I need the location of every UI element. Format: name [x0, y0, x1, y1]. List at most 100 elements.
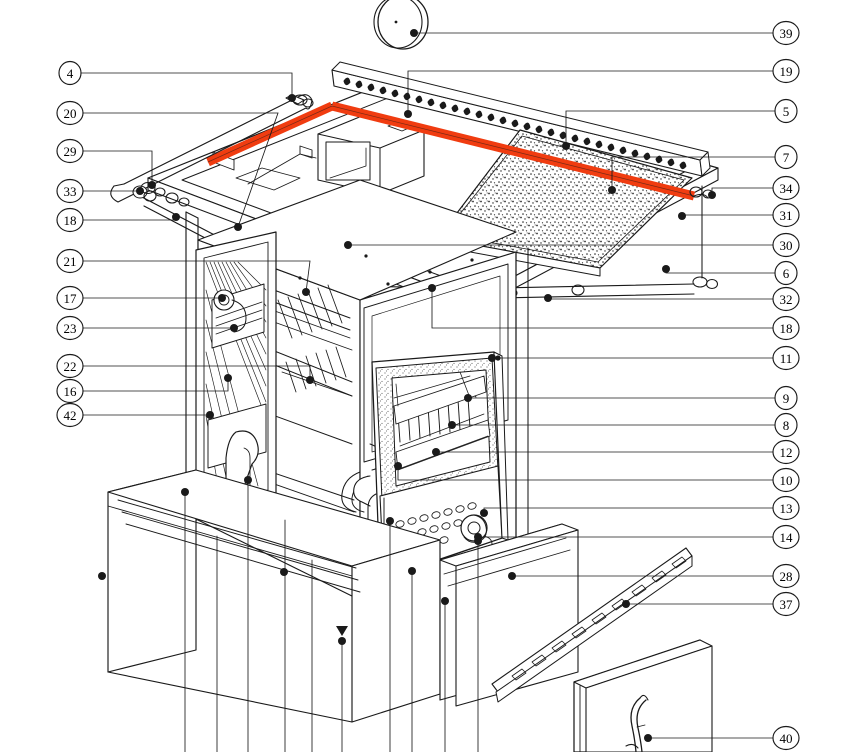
callout-number-label: 23	[64, 321, 77, 336]
callout-anchor-dot	[148, 181, 156, 189]
callout-bubble-14[interactable]	[772, 524, 800, 550]
callout-anchor-dot	[428, 284, 436, 292]
callout-number-label: 8	[783, 418, 790, 433]
callout-bubble-18[interactable]	[772, 315, 800, 341]
callout-leader-line	[547, 298, 773, 300]
callout-bubble-19[interactable]	[772, 58, 800, 84]
callout-number-label: 10	[780, 473, 793, 488]
callout-number-label: 12	[780, 445, 793, 460]
callout-bubble-9[interactable]	[774, 385, 798, 411]
callout-number-label: 14	[780, 530, 794, 545]
callout-bubble-39[interactable]	[772, 20, 800, 46]
callout-bubble-12[interactable]	[772, 439, 800, 465]
callout-bubble-22[interactable]	[56, 353, 84, 379]
callout-bubble-17[interactable]	[56, 285, 84, 311]
gasket-seal-highlight	[206, 101, 696, 201]
callout-bubble-29[interactable]	[56, 138, 84, 164]
callout-anchor-dot	[302, 288, 310, 296]
callout-bubble-7[interactable]	[774, 144, 798, 170]
callout-leader-line	[483, 507, 773, 513]
callout-number-label: 11	[780, 351, 793, 366]
callout-anchor-dot	[622, 600, 630, 608]
callout-anchor-dot	[474, 533, 482, 541]
callout-anchor-dot	[464, 394, 472, 402]
callout-bubble-6[interactable]	[774, 260, 798, 286]
callout-anchor-dot	[288, 94, 296, 102]
flue-blanking-lid	[373, 0, 429, 50]
callout-bubble-30[interactable]	[772, 232, 800, 258]
callout-number-label: 16	[64, 384, 78, 399]
callout-leader-line	[83, 112, 279, 228]
callout-number-label: 18	[780, 321, 793, 336]
callout-anchor-dot	[136, 187, 144, 195]
callout-number-label: 9	[783, 391, 790, 406]
callout-leader-line	[711, 187, 773, 195]
callout-bubble-13[interactable]	[772, 495, 800, 521]
bottom-leader-lines	[184, 479, 479, 752]
callout-bubble-11[interactable]	[772, 345, 800, 371]
flue-collar-box	[317, 115, 425, 195]
callout-bubble-34[interactable]	[772, 175, 800, 201]
callout-number-label: 13	[780, 501, 793, 516]
callout-leader-line	[565, 110, 775, 146]
callout-number-label: 21	[64, 254, 77, 269]
callout-bubble-18[interactable]	[56, 207, 84, 233]
callout-anchor-dot	[306, 376, 314, 384]
callout-bubble-23[interactable]	[56, 315, 84, 341]
callout-anchor-dot	[508, 572, 516, 580]
callout-number-label: 17	[64, 291, 78, 306]
callout-anchor-dot	[432, 448, 440, 456]
callout-anchor-dot	[544, 294, 552, 302]
callout-anchor-dot	[230, 324, 238, 332]
callout-number-label: 39	[780, 26, 793, 41]
callout-number-label: 29	[64, 144, 77, 159]
callout-anchor-dot	[562, 142, 570, 150]
air-slide-mechanism	[212, 145, 317, 191]
callout-bubble-20[interactable]	[56, 100, 84, 126]
callout-number-label: 34	[780, 181, 794, 196]
callout-bubble-16[interactable]	[56, 378, 84, 404]
callout-number-label: 6	[783, 266, 790, 281]
callout-leader-line	[665, 269, 775, 274]
callout-anchor-dot	[404, 110, 412, 118]
callout-number-label: 5	[783, 104, 790, 119]
callout-bubble-21[interactable]	[56, 248, 84, 274]
callout-anchor-dot	[662, 265, 670, 273]
callout-bubble-33[interactable]	[56, 178, 84, 204]
callout-number-label: 28	[780, 569, 793, 584]
callout-bubble-31[interactable]	[772, 202, 800, 228]
callout-anchor-dot	[224, 374, 232, 382]
callout-anchor-dot	[344, 241, 352, 249]
callout-number-label: 20	[64, 106, 77, 121]
callout-number-label: 4	[67, 66, 74, 81]
callout-bubble-10[interactable]	[772, 467, 800, 493]
callout-leader-line	[407, 70, 773, 114]
callout-number-label: 22	[64, 359, 77, 374]
callout-bubble-42[interactable]	[56, 402, 84, 428]
callout-leader-line	[83, 217, 177, 221]
callout-leader-line	[681, 214, 773, 216]
callout-leader-line	[611, 156, 775, 190]
callout-number-label: 31	[780, 208, 793, 223]
callout-bubble-8[interactable]	[774, 412, 798, 438]
callout-bubble-5[interactable]	[774, 98, 798, 124]
callout-number-label: 32	[780, 292, 793, 307]
callout-anchor-dot	[394, 462, 402, 470]
callout-anchor-dot	[410, 29, 418, 37]
callout-leader-line	[397, 466, 773, 481]
lower-front-skirt	[107, 469, 579, 723]
callout-leader-line	[83, 260, 311, 293]
callout-number-label: 30	[780, 238, 793, 253]
callout-bubble-40[interactable]	[772, 725, 800, 751]
callout-number-label: 40	[780, 731, 793, 746]
callout-leader-line	[431, 288, 773, 329]
callout-anchor-dot	[234, 223, 242, 231]
callout-bubble-4[interactable]	[58, 60, 82, 86]
callout-number-label: 7	[783, 150, 790, 165]
callout-number-label: 42	[64, 408, 77, 423]
callout-bubble-28[interactable]	[772, 563, 800, 589]
callout-bubble-32[interactable]	[772, 286, 800, 312]
callout-bubble-37[interactable]	[772, 591, 800, 617]
